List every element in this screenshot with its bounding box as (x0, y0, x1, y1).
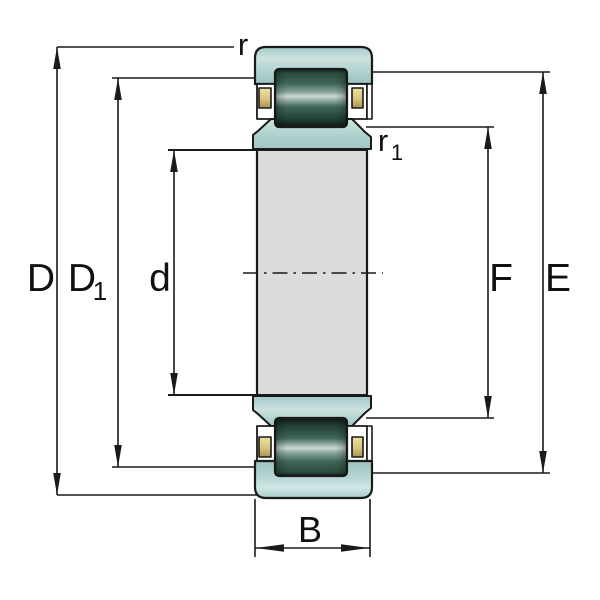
arrow-d-up (170, 150, 178, 172)
arrow-d-down (170, 373, 178, 395)
cage-bar-top-right (351, 87, 364, 109)
arrow-D-down (53, 473, 61, 495)
arrow-F-up (484, 127, 492, 149)
outer-ring-land-top-right (366, 83, 373, 120)
arrow-D1-up (114, 78, 122, 100)
outer-ring-land-bottom-right (366, 425, 373, 462)
label-r1-subscript: 1 (391, 140, 403, 165)
cage-bar-top-left (258, 87, 272, 109)
dimension-labels: D D 1 d r r 1 F E B (27, 27, 571, 550)
label-E: E (545, 257, 571, 300)
arrow-B-left (256, 544, 284, 552)
arrow-D1-down (114, 445, 122, 467)
arrow-B-right (341, 544, 369, 552)
label-D1-base: D (68, 257, 96, 300)
label-r: r (238, 27, 248, 62)
roller-top-end-shading (275, 69, 347, 127)
roller-bottom-end-shading (275, 418, 347, 476)
arrow-E-up (539, 72, 547, 94)
arrow-E-down (539, 451, 547, 473)
label-D: D (27, 257, 55, 300)
label-r1-base: r (378, 123, 388, 158)
bearing-section (243, 45, 383, 500)
label-d: d (149, 257, 171, 300)
label-B: B (298, 509, 322, 550)
dimension-arrowheads (53, 47, 547, 552)
cage-bar-bottom-left (258, 436, 272, 458)
dimension-lines (56, 46, 550, 557)
label-F: F (489, 257, 513, 300)
cage-bar-bottom-right (351, 436, 364, 458)
arrow-F-down (484, 396, 492, 418)
arrow-D-up (53, 47, 61, 69)
label-D1-subscript: 1 (93, 276, 107, 306)
